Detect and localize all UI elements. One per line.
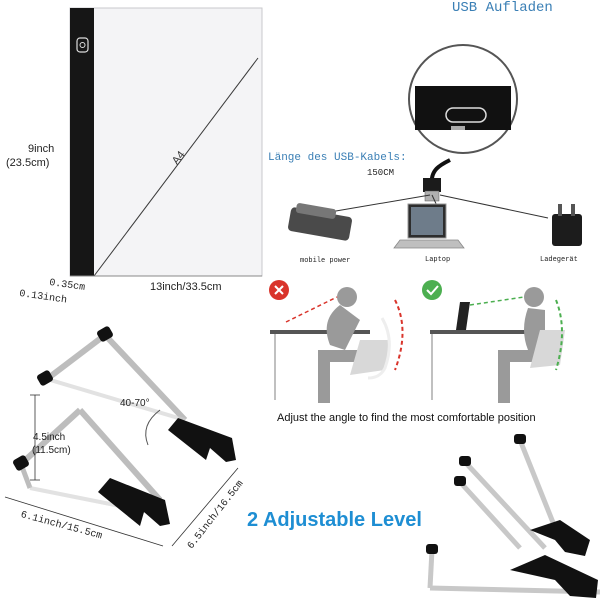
tablet-height-cm: (23.5cm) [6, 157, 50, 169]
usb-cable-length: 150CM [367, 168, 395, 178]
good-posture-check-icon [422, 280, 442, 300]
usb-cable-label: Länge des USB-Kabels: [268, 152, 407, 164]
stand-height-inch: 4.5inch [33, 432, 66, 443]
usb-cable [329, 158, 549, 219]
device-charger-label: Ladegerät [540, 256, 578, 264]
folding-stand [13, 326, 236, 526]
stand-height-cm: (11.5cm) [32, 445, 71, 456]
tablet-power-icon [76, 37, 89, 53]
device-laptop-label: Laptop [425, 256, 451, 264]
device-mobile-power-label: mobile power [300, 257, 351, 265]
bad-posture-illustration [270, 287, 404, 403]
usb-port-magnifier [408, 44, 518, 154]
wall-charger-icon [552, 204, 582, 246]
stand-positions [426, 434, 600, 598]
tablet-height-inch: 9inch [28, 143, 55, 155]
tablet-width-label: 13inch/33.5cm [150, 281, 222, 293]
adjustable-level-label: 2 Adjustable Level [247, 509, 422, 531]
usb-title: USB Aufladen [452, 0, 553, 16]
laptop-icon [393, 203, 465, 249]
bad-posture-x-icon [269, 280, 289, 300]
stand-angle-label: 40-70° [120, 398, 150, 409]
power-bank-icon [288, 203, 352, 241]
posture-caption: Adjust the angle to find the most comfor… [277, 412, 536, 424]
light-tablet [69, 7, 263, 277]
good-posture-illustration [430, 287, 565, 403]
tablet-bezel [70, 8, 94, 276]
stand-dimension-lines [4, 394, 239, 547]
